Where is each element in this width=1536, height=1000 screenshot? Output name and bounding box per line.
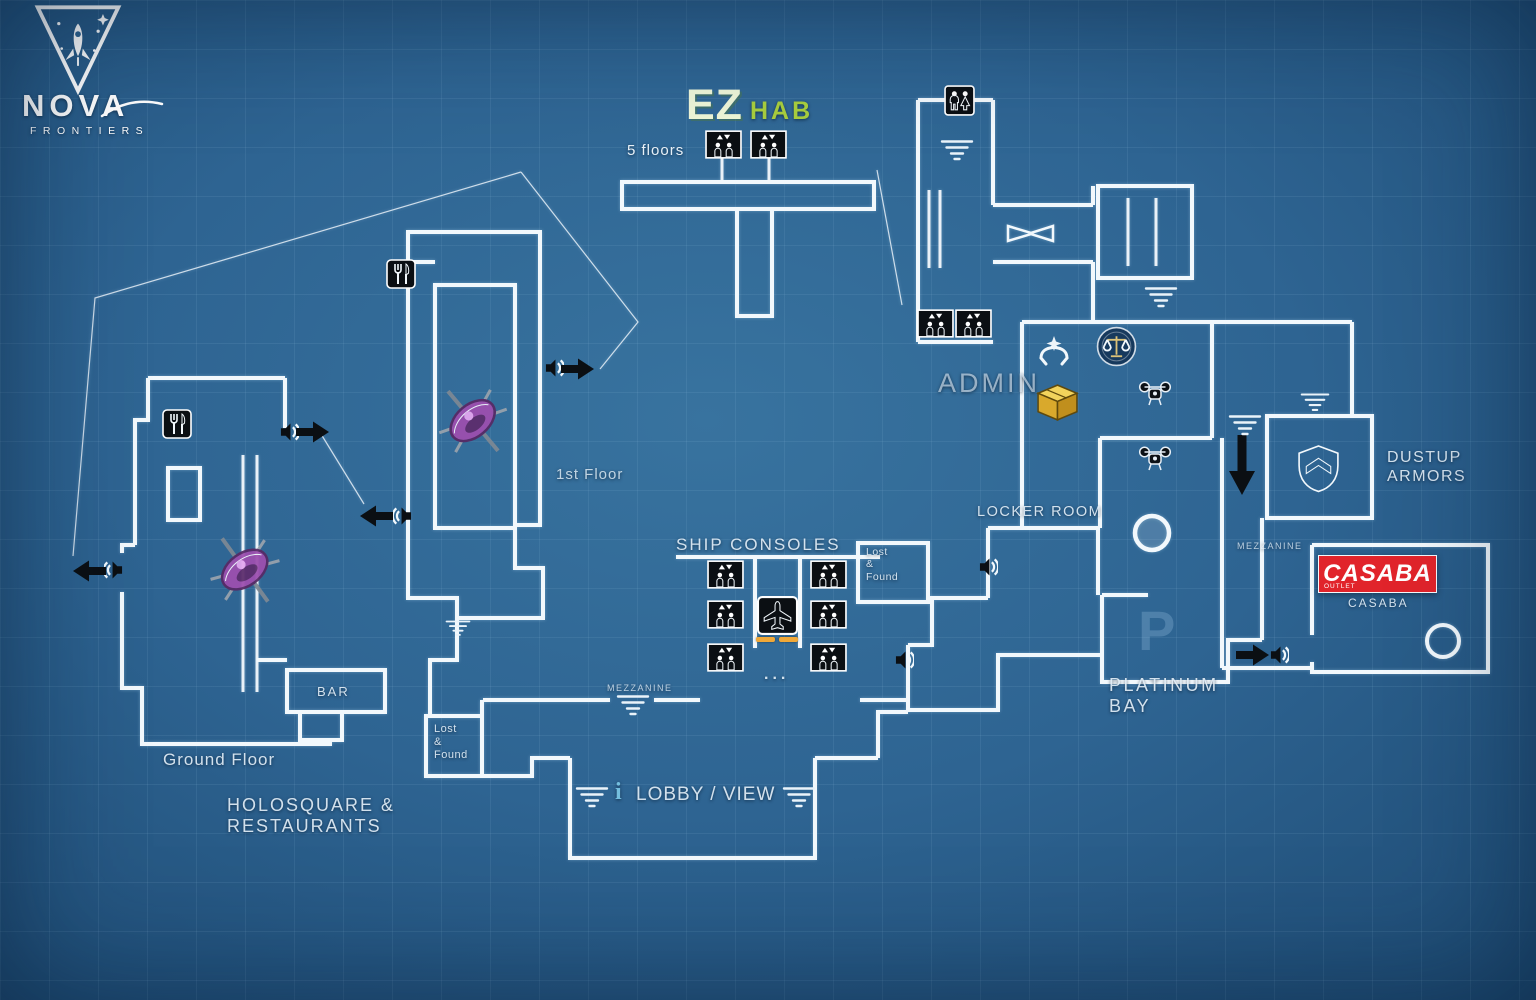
dock-marker <box>779 637 798 642</box>
console-dots: ... <box>764 666 790 683</box>
admin-label: ADMIN <box>938 368 1040 398</box>
logo-subtitle: FRONTIERS <box>30 125 150 137</box>
lost-found-lower-label: Lost & Found <box>434 723 468 761</box>
elevator-icon <box>707 643 744 672</box>
supply-crate-icon <box>1034 383 1081 422</box>
info-icon: i <box>615 779 623 805</box>
bar-label: BAR <box>317 684 350 699</box>
ezhab-logo-hab: HAB <box>750 97 814 125</box>
direction-arrow-right-icon <box>1236 643 1270 667</box>
casaba-outlet-sign: CASABA OUTLET <box>1318 555 1437 593</box>
elevator-icon <box>810 643 847 672</box>
announcement-speaker-icon <box>1270 642 1289 668</box>
elevator-icon <box>707 600 744 629</box>
holosquare-restaurants-label: HOLOSQUARE & RESTAURANTS <box>227 795 396 837</box>
drone-icon <box>1138 380 1172 410</box>
dock-marker <box>756 637 775 642</box>
announcement-speaker-icon <box>393 503 412 529</box>
restroom-icon <box>944 85 975 116</box>
nova-frontiers-logo: NOVA FRONTIERS <box>0 0 190 150</box>
logo-swoosh <box>100 100 164 118</box>
locker-room-label: LOCKER ROOM <box>977 504 1103 520</box>
elevator-icon <box>955 309 992 338</box>
casaba-name-label: CASABA <box>1348 596 1409 610</box>
mezzanine-level-icon <box>1144 286 1178 308</box>
logo-title: NOVA <box>22 88 130 123</box>
ground-floor-label: Ground Floor <box>163 750 276 769</box>
mezzanine-level-icon <box>940 139 974 161</box>
casaba-sign-text: CASABA <box>1323 560 1432 587</box>
mezzanine-level-icon <box>616 694 650 716</box>
lost-found-upper-label: Lost & Found <box>866 546 899 583</box>
dustup-armors-label: DUSTUP ARMORS <box>1387 449 1467 485</box>
ezhab-floors-note: 5 floors <box>627 142 685 159</box>
direction-arrow-right-icon <box>296 420 330 444</box>
rocket-badge-icon <box>34 5 122 96</box>
restaurant-icon <box>162 409 192 439</box>
announcement-speaker-icon <box>979 554 998 580</box>
elevator-icon <box>810 560 847 589</box>
elevator-icon <box>707 560 744 589</box>
drone-icon <box>1138 445 1172 475</box>
locker-room-column <box>1132 513 1172 553</box>
mezzanine-level-icon <box>445 619 471 637</box>
direction-arrow-left-icon <box>359 504 393 528</box>
mezzanine-level-icon <box>1300 392 1330 412</box>
mezzanine-center-label: MEZZANINE <box>607 683 673 693</box>
ezhab-logo-ez: EZ <box>686 81 743 129</box>
mezzanine-right-label: MEZZANINE <box>1237 541 1303 551</box>
ship-consoles-label: SHIP CONSOLES <box>676 535 841 554</box>
direction-arrow-down-icon <box>1228 435 1256 497</box>
casaba-outlet-text: OUTLET <box>1324 583 1356 590</box>
elevator-icon <box>705 130 742 159</box>
announcement-speaker-icon <box>895 647 914 673</box>
armor-shield-icon <box>1296 444 1341 493</box>
platinum-bay-watermark: P <box>1138 599 1177 662</box>
direction-arrow-right-icon <box>561 357 595 381</box>
restaurant-icon <box>386 259 416 289</box>
direction-arrow-left-icon <box>72 559 106 583</box>
elevator-icon <box>810 600 847 629</box>
casaba-column <box>1425 623 1461 659</box>
justice-seal-icon <box>1096 326 1137 367</box>
mezzanine-level-icon <box>1228 414 1262 436</box>
first-floor-label: 1st Floor <box>556 466 624 483</box>
mezzanine-level-icon <box>575 786 609 808</box>
platinum-bay-label: PLATINUM BAY <box>1109 675 1219 717</box>
lobby-view-label: LOBBY / VIEW <box>636 784 776 805</box>
departures-plane-icon <box>757 596 798 635</box>
elevator-icon <box>750 130 787 159</box>
announcement-speaker-icon <box>104 557 123 583</box>
elevator-icon <box>917 309 954 338</box>
service-hands-icon <box>1035 333 1073 371</box>
mezzanine-level-icon <box>782 786 816 808</box>
